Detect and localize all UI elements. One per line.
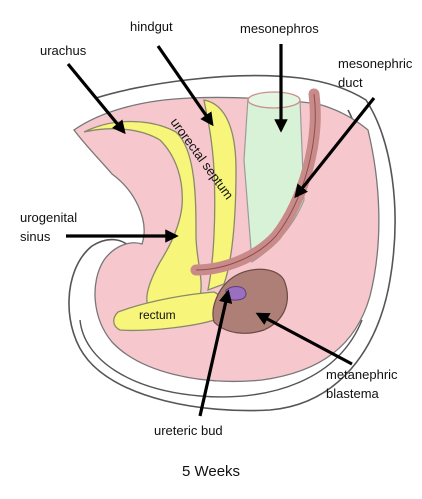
label-mesonephric-duct-1: mesonephric <box>338 56 413 71</box>
figure-caption: 5 Weeks <box>182 463 240 480</box>
arrow-ureteric-bud <box>198 289 233 417</box>
arrow-mesonephric-duct <box>294 97 376 199</box>
label-urogenital-sinus-1: urogenital <box>20 210 77 225</box>
label-mesonephros: mesonephros <box>240 21 319 36</box>
label-ureteric-bud: ureteric bud <box>154 423 223 438</box>
inner-body-line <box>79 319 363 398</box>
arrow-metanephric-blastema <box>255 312 353 366</box>
mesonephros-top <box>247 91 301 109</box>
label-hindgut: hindgut <box>130 19 173 34</box>
mesonephric-duct-edge <box>195 93 316 271</box>
arrow-urachus <box>66 62 126 135</box>
label-metanephric-blastema-1: metanephric <box>326 367 398 382</box>
label-rectum: rectum <box>139 308 176 322</box>
label-metanephric-blastema-2: blastema <box>326 386 380 401</box>
label-mesonephric-duct-2: duct <box>338 75 363 90</box>
label-urogenital-sinus-2: sinus <box>20 229 51 244</box>
arrow-hindgut <box>156 45 214 127</box>
label-urachus: urachus <box>40 43 87 58</box>
hindgut-shape <box>203 99 237 292</box>
